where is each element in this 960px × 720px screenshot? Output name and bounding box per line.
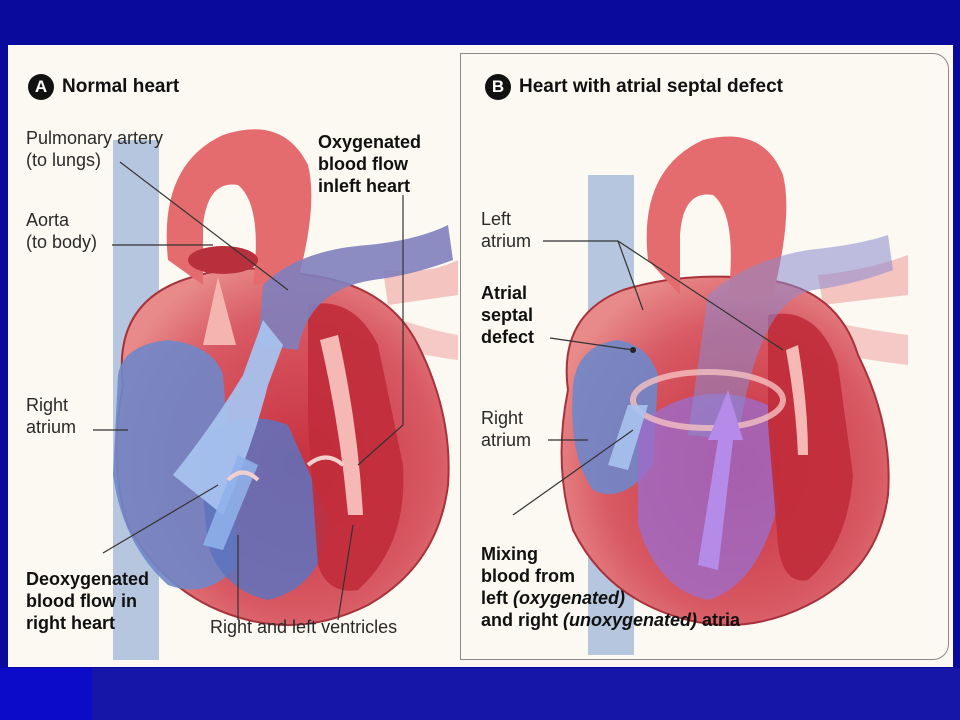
label-atrial-septal-defect: Atrial septal defect <box>481 283 535 347</box>
label-ventricles: Right and left ventricles <box>210 617 398 637</box>
deoxygenated-flow-arrow-a <box>173 320 283 515</box>
pulmonary-artery-b <box>688 235 893 440</box>
panel-b-title: B Heart with atrial septal defect <box>485 74 783 100</box>
panel-b-title-text: Heart with atrial septal defect <box>519 76 783 97</box>
panel-a-leader-lines <box>93 161 404 621</box>
panel-b-frame <box>460 53 949 660</box>
label-left-atrium: Left atrium <box>481 209 532 251</box>
panel-b-leader-lines <box>512 240 784 516</box>
label-oxygenated-flow: Oxygenated blood flow inleft heart <box>318 132 422 196</box>
panel-a-title: A Normal heart <box>28 74 179 100</box>
panel-a-heart <box>93 129 458 660</box>
panel-a-badge: A <box>28 74 54 100</box>
panel-b-badge: B <box>485 74 511 100</box>
oxygenated-flow-arrow-a <box>320 335 363 515</box>
left-ventricle-b <box>768 313 853 581</box>
right-atrium-b <box>572 340 658 495</box>
mixing-line-2: blood from <box>481 566 575 586</box>
aorta-b <box>646 136 787 300</box>
panel-a-title-text: Normal heart <box>62 76 180 97</box>
label-mixing-blood: Mixing blood from left (oxygenated) and … <box>481 543 740 631</box>
label-deoxygenated-flow: Deoxygenated blood flow in right heart <box>26 569 150 633</box>
aorta-a <box>166 129 312 285</box>
label-pulmonary-artery: Pulmonary artery (to lungs) <box>26 128 164 170</box>
slide-footer-band <box>0 668 960 720</box>
aortic-flow-arrow-a <box>203 277 236 345</box>
mixing-line-4-a: and right <box>481 610 563 630</box>
mixing-line-4: and right (unoxygenated) atria <box>481 609 740 631</box>
label-aorta: Aorta (to body) <box>26 210 98 252</box>
heart-illustrations <box>93 129 908 660</box>
panel-b-heart <box>512 136 908 655</box>
label-right-atrium-b: Right atrium <box>481 408 532 450</box>
mixing-line-3: left (oxygenated) <box>481 587 740 609</box>
heart-diagram-figure: A Normal heart B Heart with atrial septa… <box>8 45 953 667</box>
mixed-ventricle-b <box>638 393 778 600</box>
label-right-atrium-a: Right atrium <box>26 395 77 437</box>
slide-footer-accent <box>0 668 92 720</box>
mixing-line-1: Mixing <box>481 544 538 564</box>
mixing-line-3-b: (oxygenated) <box>513 588 626 608</box>
mixed-flow-arrow-b <box>698 390 743 570</box>
mixing-line-4-b: (unoxygenated) <box>563 610 698 630</box>
pulmonary-artery-a <box>258 225 453 350</box>
mixing-line-3-a: left <box>481 588 514 608</box>
mixing-line-4-c: atria <box>697 610 741 630</box>
